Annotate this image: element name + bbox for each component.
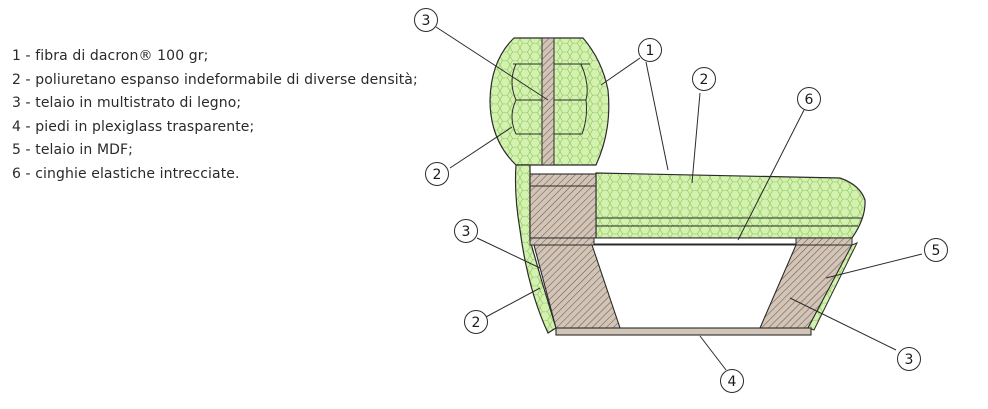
backrest-inner-blocks: [511, 63, 590, 135]
side-foam: [514, 164, 557, 334]
svg-text:2: 2: [433, 167, 442, 183]
callout-6: 6: [797, 87, 821, 111]
svg-text:1: 1: [646, 43, 655, 59]
svg-text:6: 6: [805, 92, 814, 108]
callout-4: 4: [720, 369, 744, 393]
svg-text:3: 3: [462, 224, 471, 240]
legend-item-4: 4 - piedi in plexiglass trasparente;: [12, 118, 255, 135]
callout-2-back: 2: [425, 162, 449, 186]
plexiglass-base: [555, 327, 812, 336]
right-mdf-edge: [807, 242, 859, 331]
svg-text:3: 3: [905, 352, 914, 368]
svg-text:3: 3: [422, 13, 431, 29]
svg-text:4: 4: [728, 374, 737, 390]
legend-item-1: 1 - fibra di dacron® 100 gr;: [12, 48, 209, 64]
svg-text:2: 2: [472, 315, 481, 331]
callout-3-top: 3: [414, 8, 438, 32]
elastic-straps: [593, 237, 797, 245]
svg-text:2: 2: [700, 72, 709, 88]
seat-back-frame: [529, 173, 597, 239]
backrest-frame: [541, 37, 555, 166]
legend-list: 1 - fibra di dacron® 100 gr; 2 - poliure…: [12, 45, 418, 187]
legend-item-6: 6 - cinghie elastiche intrecciate.: [12, 165, 240, 182]
svg-text:5: 5: [932, 243, 941, 259]
legend-item-2: 2 - poliuretano espanso indeformabile di…: [12, 71, 418, 88]
legend-item-5: 5 - telaio in MDF;: [12, 142, 133, 159]
seat-foam: [595, 172, 866, 239]
callout-2-top: 2: [692, 67, 716, 91]
legend-item-3: 3 - telaio in multistrato di legno;: [12, 95, 242, 112]
right-frame: [759, 244, 853, 329]
callout-5: 5: [924, 238, 948, 262]
callout-2-bottom: 2: [464, 310, 488, 334]
callout-3-right: 3: [897, 347, 921, 371]
leader-lines: [435, 26, 923, 371]
callout-1: 1: [638, 38, 662, 62]
callout-3-left: 3: [454, 219, 478, 243]
